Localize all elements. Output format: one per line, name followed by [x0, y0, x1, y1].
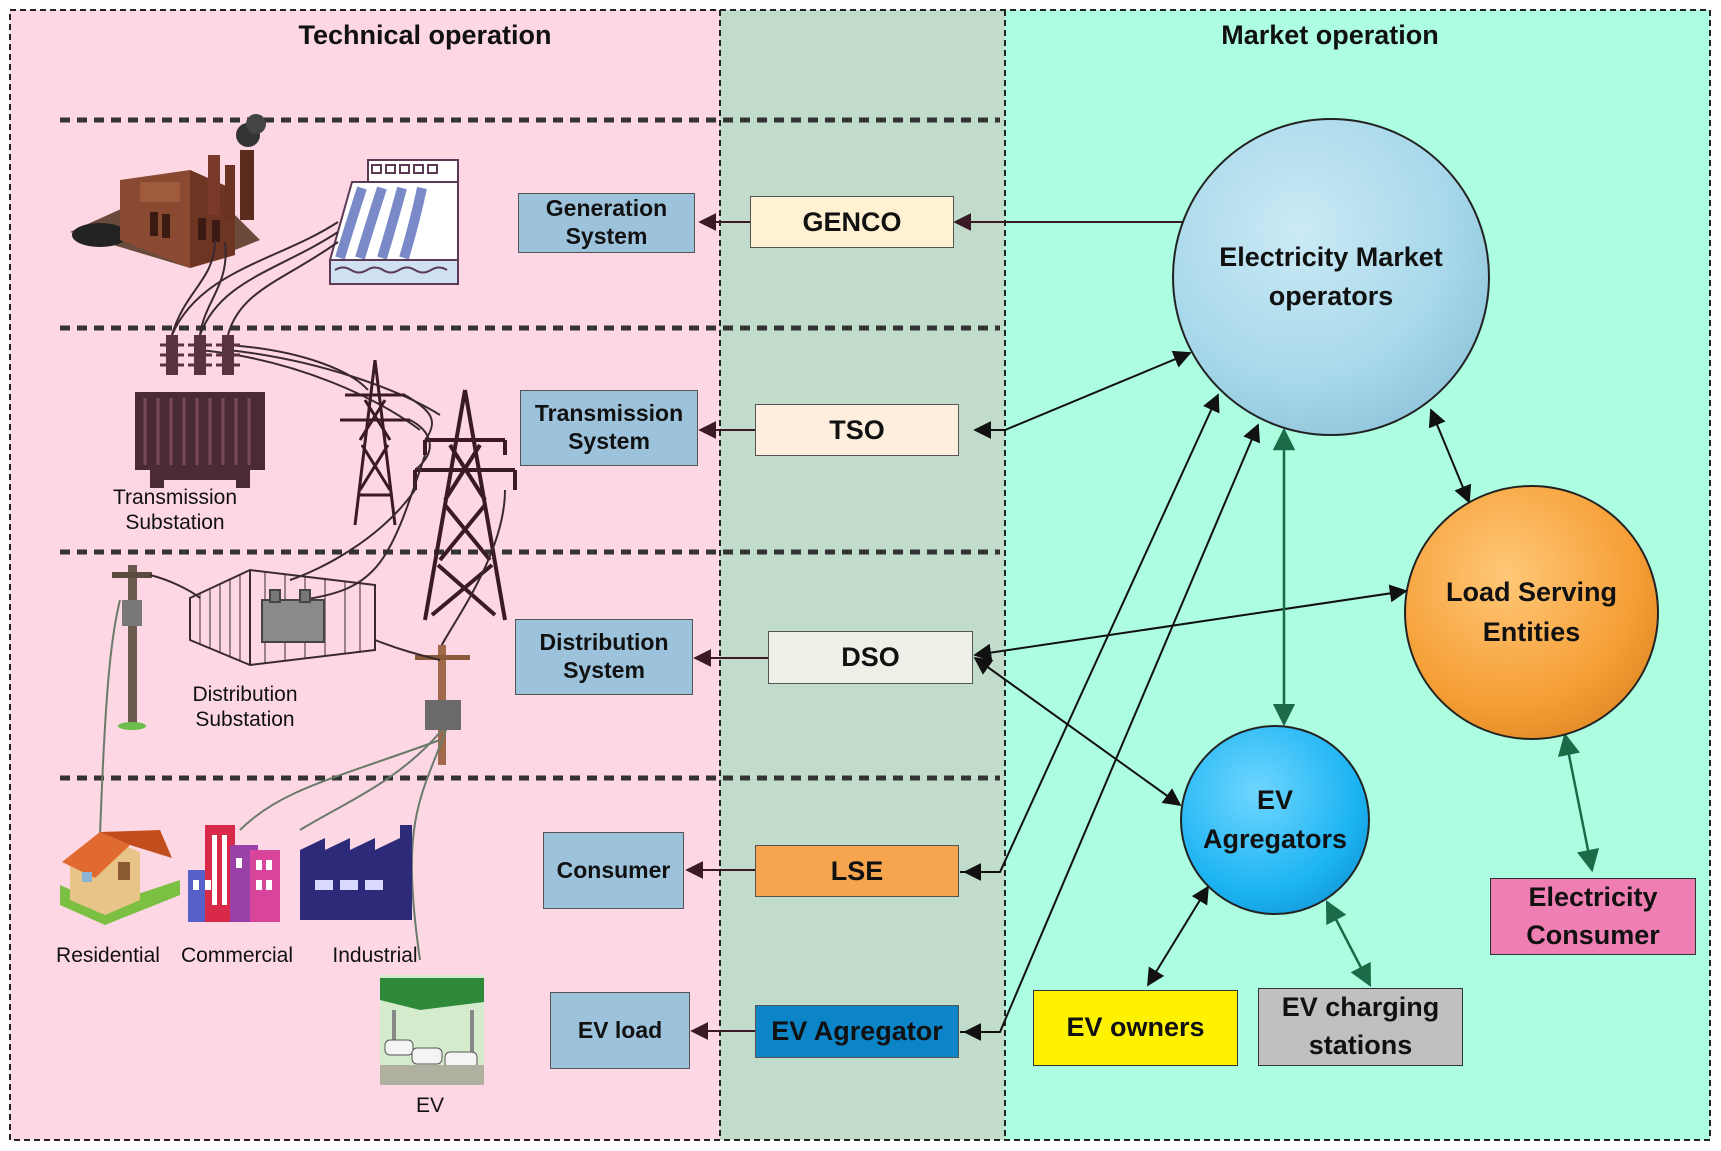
- transmission-system-box: Transmission System: [520, 390, 698, 466]
- ev-load-box: EV load: [550, 992, 690, 1069]
- distribution-system-box: Distribution System: [515, 619, 693, 695]
- transmission-substation-label: Transmission Substation: [112, 486, 238, 535]
- ev-charging-station-icon: [380, 975, 484, 1085]
- transmission-transformer-icon: [135, 335, 265, 488]
- commercial-label: Commercial: [180, 944, 293, 967]
- utility-pole-icon: [99, 565, 201, 836]
- operator-to-system-arrows: [685, 213, 768, 1040]
- house-icon: [60, 830, 180, 925]
- load-serving-entities-circle: Load Serving Entities: [1404, 485, 1659, 740]
- dso-box: DSO: [768, 631, 973, 684]
- consumer-box: Consumer: [543, 832, 684, 909]
- ev-agregators-circle: EV Agregators: [1180, 725, 1370, 915]
- distribution-substation-label: Distribution Substation: [192, 683, 298, 732]
- ev-label: EV: [415, 1094, 444, 1117]
- power-plant-icon: [70, 114, 266, 268]
- tier-separators: [60, 117, 1000, 781]
- market-operation-title: Market operation: [1221, 20, 1439, 50]
- ev-charging-stations-box: EV charging stations: [1258, 988, 1463, 1066]
- electricity-consumer-box: Electricity Consumer: [1490, 878, 1696, 955]
- residential-label: Residential: [56, 944, 160, 967]
- electricity-market-operators-circle: Electricity Market operators: [1172, 118, 1490, 436]
- tso-box: TSO: [755, 404, 959, 456]
- green-arrows: [1272, 427, 1600, 987]
- ev-owners-box: EV owners: [1033, 990, 1238, 1066]
- load-serving-entities-label: Load Serving Entities: [1445, 577, 1618, 647]
- generation-system-box: Generation System: [518, 193, 695, 253]
- panel-borders: [9, 9, 1711, 1141]
- transmission-tower-icon: [340, 359, 410, 526]
- ev-agregator-box: EV Agregator: [755, 1005, 959, 1058]
- technical-operation-title: Technical operation: [298, 20, 552, 50]
- electricity-market-operators-label: Electricity Market operators: [1219, 241, 1443, 311]
- ev-agregators-label: EV Agregators: [1202, 784, 1348, 854]
- lse-box: LSE: [755, 845, 959, 897]
- genco-box: GENCO: [750, 196, 954, 248]
- market-interaction-arrows: [960, 350, 1472, 1041]
- factory-icon: [300, 825, 412, 920]
- distribution-pole-icon: [239, 639, 470, 961]
- large-tower-icon: [413, 389, 517, 621]
- distribution-substation-icon: [189, 568, 376, 667]
- industrial-label: Industrial: [332, 944, 418, 967]
- commercial-buildings-icon: [188, 825, 280, 922]
- hydro-dam-icon: [328, 159, 459, 285]
